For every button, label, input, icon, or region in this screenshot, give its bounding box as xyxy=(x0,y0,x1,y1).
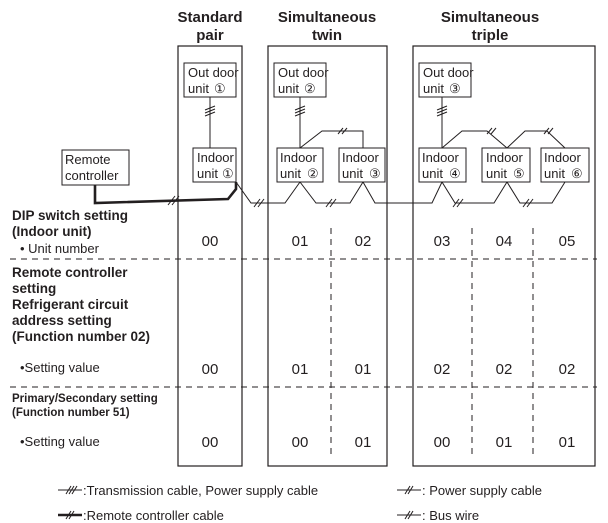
indoor-unit-6: Indoor unit ⑥ xyxy=(540,147,590,183)
outdoor-unit-2-number: ② xyxy=(304,81,316,96)
outdoor-unit-2-label: Out door xyxy=(278,65,329,80)
indoor-unit-1: Indoor unit ① xyxy=(192,147,237,183)
remote-controller-box: Remote controller xyxy=(61,149,130,186)
col-standard-title-2: pair xyxy=(196,27,224,44)
indoor-unit-2: Indoor unit ② xyxy=(276,147,324,183)
indoor-unit-1-label: Indoor xyxy=(197,150,235,165)
unit-number-5: 04 xyxy=(496,233,513,250)
indoor-unit-3-label: Indoor xyxy=(342,150,380,165)
indoor-unit-6-label-2: unit xyxy=(544,166,565,181)
indoor-unit-5: Indoor unit ⑤ xyxy=(481,147,531,183)
primary-secondary-2: 00 xyxy=(292,434,309,451)
unit-number-4: 03 xyxy=(434,233,451,250)
indoor-unit-5-label: Indoor xyxy=(486,150,524,165)
row-refrigerant-address: 00 01 01 02 02 02 xyxy=(202,361,576,378)
row-unit-number: 00 01 02 03 04 05 xyxy=(202,233,576,250)
remote-title-1: Remote controller xyxy=(12,265,128,280)
frame-simultaneous-triple xyxy=(412,45,596,467)
outdoor-unit-2-label-2: unit xyxy=(278,81,299,96)
remote-item: •Setting value xyxy=(20,360,100,375)
unit-number-2: 01 xyxy=(292,233,309,250)
row-primary-secondary: 00 00 01 00 01 01 xyxy=(202,434,576,451)
frame-simultaneous-twin xyxy=(267,45,388,467)
legend-transmission-symbol xyxy=(58,485,82,495)
legend-remote-symbol xyxy=(58,510,82,520)
indoor-unit-3-label-2: unit xyxy=(342,166,363,181)
outdoor-unit-3-number: ③ xyxy=(449,81,461,96)
remote-controller-label-2: controller xyxy=(65,168,119,183)
indoor-unit-2-number: ② xyxy=(307,166,319,181)
dip-item: • Unit number xyxy=(20,241,100,256)
power-cable-triple xyxy=(441,127,566,149)
indoor-unit-4-label-2: unit xyxy=(422,166,443,181)
outdoor-unit-3-label-2: unit xyxy=(423,81,444,96)
refrigerant-address-5: 02 xyxy=(496,361,513,378)
refrigerant-address-2: 01 xyxy=(292,361,309,378)
primary-secondary-4: 00 xyxy=(434,434,451,451)
remote-controller-label-1: Remote xyxy=(65,152,111,167)
col-twin-title-2: twin xyxy=(312,27,342,44)
indoor-unit-1-label-2: unit xyxy=(197,166,218,181)
outdoor-unit-3-label: Out door xyxy=(423,65,474,80)
indoor-unit-3-number: ③ xyxy=(369,166,381,181)
indoor-unit-5-number: ⑤ xyxy=(513,166,525,181)
refrigerant-address-4: 02 xyxy=(434,361,451,378)
dip-title-1: DIP switch setting xyxy=(12,208,128,223)
indoor-unit-4: Indoor unit ④ xyxy=(418,147,467,183)
bus-wire xyxy=(235,181,566,208)
col-triple-title-2: triple xyxy=(472,27,509,44)
indoor-unit-6-number: ⑥ xyxy=(571,166,583,181)
legend-power-symbol xyxy=(397,485,421,495)
power-cable-twin xyxy=(299,127,364,149)
unit-number-3: 02 xyxy=(355,233,372,250)
primary-secondary-3: 01 xyxy=(355,434,372,451)
refrigerant-address-3: 01 xyxy=(355,361,372,378)
outdoor-indoor-wire-2 xyxy=(294,97,306,148)
legend-bus-symbol xyxy=(397,510,421,520)
indoor-unit-2-label-2: unit xyxy=(280,166,301,181)
col-triple-title-1: Simultaneous xyxy=(441,9,539,26)
legend-remote-text: :Remote controller cable xyxy=(83,508,224,523)
outdoor-unit-1-number: ① xyxy=(214,81,226,96)
primary-secondary-1: 00 xyxy=(202,434,219,451)
indoor-unit-2-label: Indoor xyxy=(280,150,318,165)
outdoor-indoor-wire-1 xyxy=(204,97,216,148)
col-standard-title-1: Standard xyxy=(177,9,242,26)
indoor-unit-4-number: ④ xyxy=(449,166,461,181)
primary-title-1: Primary/Secondary setting xyxy=(12,393,158,405)
dip-title-2: (Indoor unit) xyxy=(12,224,91,239)
outdoor-unit-1-label-2: unit xyxy=(188,81,209,96)
remote-title-4: address setting xyxy=(12,313,112,328)
indoor-unit-1-number: ① xyxy=(222,166,234,181)
outdoor-unit-1: Out door unit ① xyxy=(183,62,239,98)
indoor-unit-4-label: Indoor xyxy=(422,150,460,165)
col-twin-title-1: Simultaneous xyxy=(278,9,376,26)
indoor-unit-3: Indoor unit ③ xyxy=(338,147,386,183)
outdoor-unit-1-label: Out door xyxy=(188,65,239,80)
outdoor-unit-2: Out door unit ② xyxy=(273,62,329,98)
indoor-unit-6-label: Indoor xyxy=(544,150,582,165)
remote-title-5: (Function number 02) xyxy=(12,329,150,344)
primary-secondary-5: 01 xyxy=(496,434,513,451)
remote-title-2: setting xyxy=(12,281,56,296)
unit-number-6: 05 xyxy=(559,233,576,250)
legend-bus-text: : Bus wire xyxy=(422,508,479,523)
remote-controller-cable xyxy=(93,182,238,206)
legend: :Transmission cable, Power supply cable … xyxy=(58,483,542,523)
outdoor-unit-3: Out door unit ③ xyxy=(418,62,474,98)
remote-title-3: Refrigerant circuit xyxy=(12,297,129,312)
legend-power-text: : Power supply cable xyxy=(422,483,542,498)
primary-secondary-6: 01 xyxy=(559,434,576,451)
frame-standard-pair xyxy=(177,45,243,467)
refrigerant-address-6: 02 xyxy=(559,361,576,378)
outdoor-indoor-wire-3 xyxy=(436,97,448,148)
indoor-unit-5-label-2: unit xyxy=(486,166,507,181)
unit-number-1: 00 xyxy=(202,233,219,250)
refrigerant-address-1: 00 xyxy=(202,361,219,378)
legend-transmission-text: :Transmission cable, Power supply cable xyxy=(83,483,318,498)
primary-item: •Setting value xyxy=(20,434,100,449)
primary-title-2: (Function number 51) xyxy=(12,407,130,419)
